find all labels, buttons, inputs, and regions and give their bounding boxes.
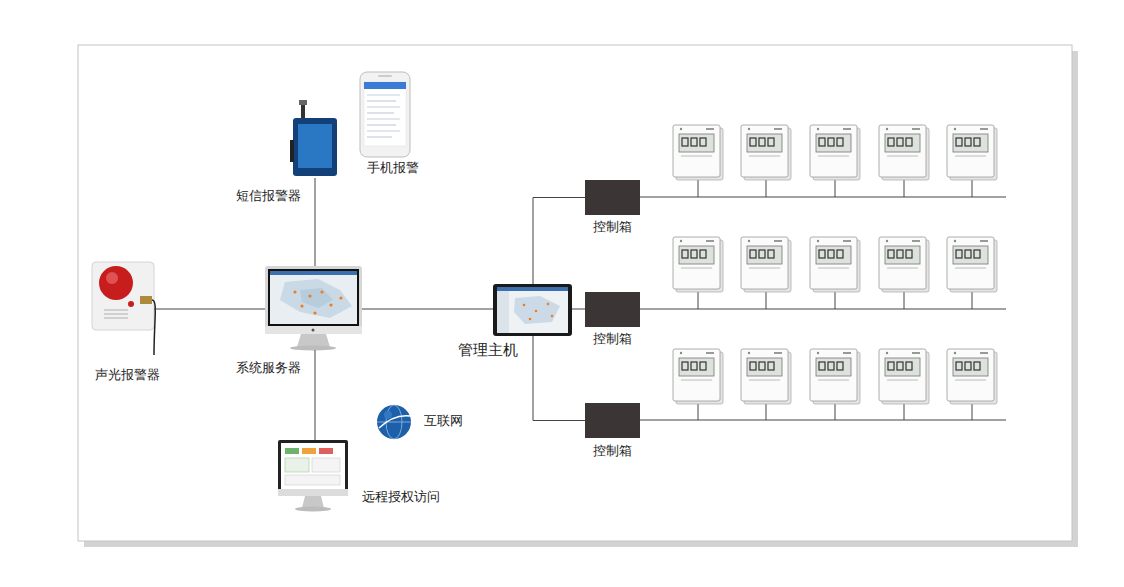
sensor-icons (673, 125, 997, 404)
connector-line (154, 309, 265, 310)
phone-icon (360, 72, 410, 157)
phone-alarm: 手机报警 (360, 72, 410, 157)
server-monitor-icon (265, 266, 362, 351)
connector-line (315, 350, 316, 440)
device-label: 控制箱 (593, 331, 632, 347)
connector-line (362, 309, 493, 310)
device-label: 声光报警器 (95, 367, 160, 383)
device-label: 短信报警器 (236, 188, 301, 204)
device-label: 手机报警 (367, 160, 419, 176)
device-label: 互联网 (424, 413, 463, 429)
field-bus (640, 180, 1006, 420)
system-server: 系统服务器 (265, 266, 362, 350)
device-label: 控制箱 (593, 443, 632, 459)
device-label: 管理主机 (458, 341, 518, 359)
control-box: 控制箱 (585, 403, 640, 438)
card (78, 45, 1072, 541)
siren-alarm: 声光报警器 (92, 262, 154, 330)
control-box: 控制箱 (585, 292, 640, 327)
device-label: 远程授权访问 (362, 489, 440, 505)
connector-line (533, 336, 585, 421)
remote-access: 远程授权访问 (278, 440, 348, 512)
tablet-icon (493, 284, 572, 336)
globe-icon (377, 405, 411, 439)
sms-device-icon (290, 100, 337, 176)
sms-alarm: 短信报警器 (293, 115, 337, 178)
connector-line (315, 178, 316, 266)
control-box: 控制箱 (585, 180, 640, 215)
remote-monitor-icon (278, 440, 348, 512)
internet: 互联网 (376, 404, 412, 440)
device-label: 系统服务器 (236, 360, 301, 376)
management-host: 管理主机 (493, 284, 572, 336)
connector-line (533, 198, 585, 285)
siren-icon (92, 262, 155, 355)
connector-line (572, 309, 585, 310)
device-label: 控制箱 (593, 219, 632, 235)
